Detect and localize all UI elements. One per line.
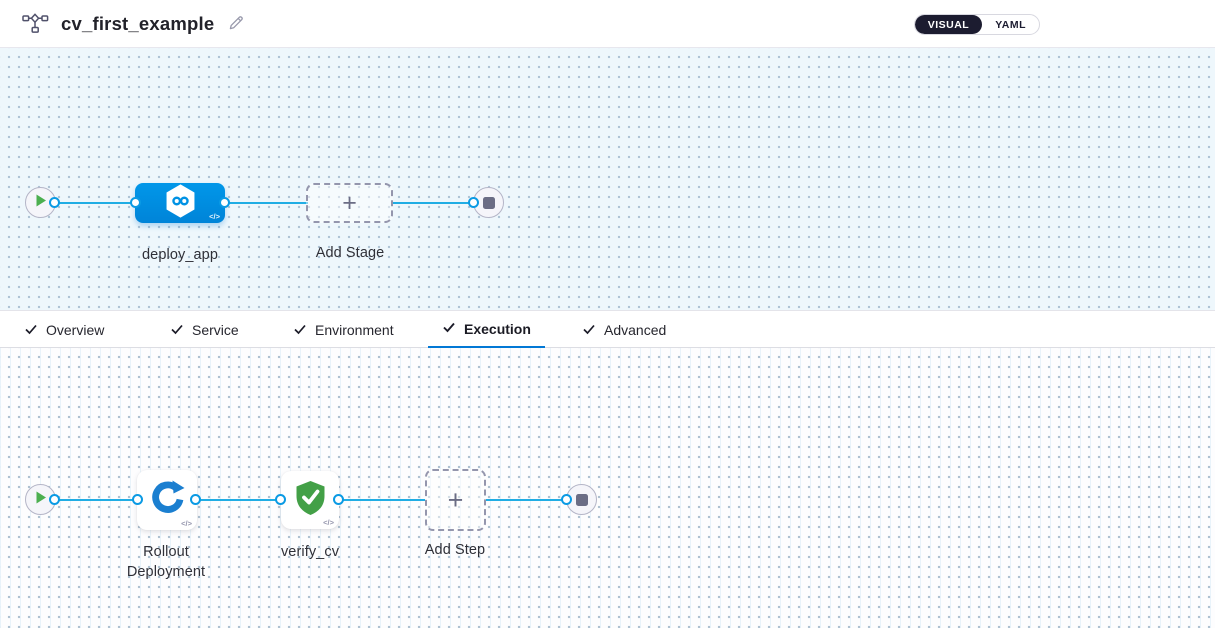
add-stage-label: Add Stage	[315, 245, 385, 261]
check-icon	[442, 320, 456, 337]
connector-dot	[49, 197, 60, 208]
toggle-yaml[interactable]: YAML	[995, 18, 1026, 31]
connector-line	[54, 499, 138, 501]
tab-service[interactable]: Service	[156, 311, 253, 349]
connector-dot	[132, 494, 143, 505]
connector-line	[224, 202, 308, 204]
cd-hexagon-infinity-icon	[164, 183, 197, 224]
stage-label: deploy_app	[142, 247, 218, 263]
step-label: verify_cv	[280, 544, 340, 560]
execution-graph-canvas[interactable]: </> </> + Rollout Deployment verify_cv A…	[0, 348, 1215, 628]
stage-graph-canvas[interactable]: </> + deploy_app Add Stage	[0, 48, 1215, 310]
play-icon	[35, 194, 47, 212]
connector-dot	[468, 197, 479, 208]
connector-line	[486, 499, 568, 501]
connector-dot	[130, 197, 141, 208]
pipeline-icon	[22, 13, 49, 34]
stage-node-deploy-app[interactable]: </>	[135, 183, 225, 223]
add-step-label: Add Step	[424, 542, 486, 558]
stage-config-tabs: Overview Service Environment Execution A…	[0, 310, 1215, 349]
stop-icon	[482, 196, 495, 209]
step-node-rollout-deployment[interactable]: </>	[137, 470, 197, 530]
check-icon	[24, 322, 38, 339]
plus-icon: +	[342, 188, 357, 217]
tab-overview[interactable]: Overview	[10, 311, 118, 349]
k8s-rollout-icon	[149, 480, 185, 521]
step-label: Rollout Deployment	[126, 544, 206, 580]
code-icon: </>	[209, 212, 220, 221]
step-node-verify-cv[interactable]: </>	[281, 471, 339, 529]
check-icon	[293, 322, 307, 339]
connector-dot	[275, 494, 286, 505]
connector-line	[196, 499, 282, 501]
connector-line	[392, 202, 474, 204]
connector-dot	[219, 197, 230, 208]
shield-check-icon	[294, 480, 327, 521]
connector-line	[338, 499, 425, 501]
tab-environment[interactable]: Environment	[279, 311, 408, 349]
add-step-button[interactable]: +	[425, 469, 486, 531]
tab-advanced[interactable]: Advanced	[568, 311, 680, 349]
connector-line	[54, 202, 136, 204]
tab-execution[interactable]: Execution	[428, 311, 545, 349]
play-icon	[35, 491, 47, 509]
code-icon: </>	[323, 518, 334, 527]
connector-dot	[190, 494, 201, 505]
visual-yaml-toggle: VISUAL YAML	[913, 14, 1040, 35]
edit-pipeline-name-button[interactable]	[228, 14, 245, 34]
code-icon: </>	[181, 519, 192, 528]
stop-icon	[575, 493, 588, 506]
pipeline-title: cv_first_example	[61, 12, 215, 34]
connector-dot	[49, 494, 60, 505]
toggle-visual[interactable]: VISUAL	[914, 15, 983, 34]
check-icon	[170, 322, 184, 339]
add-stage-button[interactable]: +	[306, 183, 393, 223]
pipeline-header: cv_first_example VISUAL YAML	[0, 0, 1215, 48]
connector-dot	[333, 494, 344, 505]
connector-dot	[561, 494, 572, 505]
check-icon	[582, 322, 596, 339]
plus-icon: +	[447, 484, 464, 515]
pencil-icon	[228, 14, 245, 34]
